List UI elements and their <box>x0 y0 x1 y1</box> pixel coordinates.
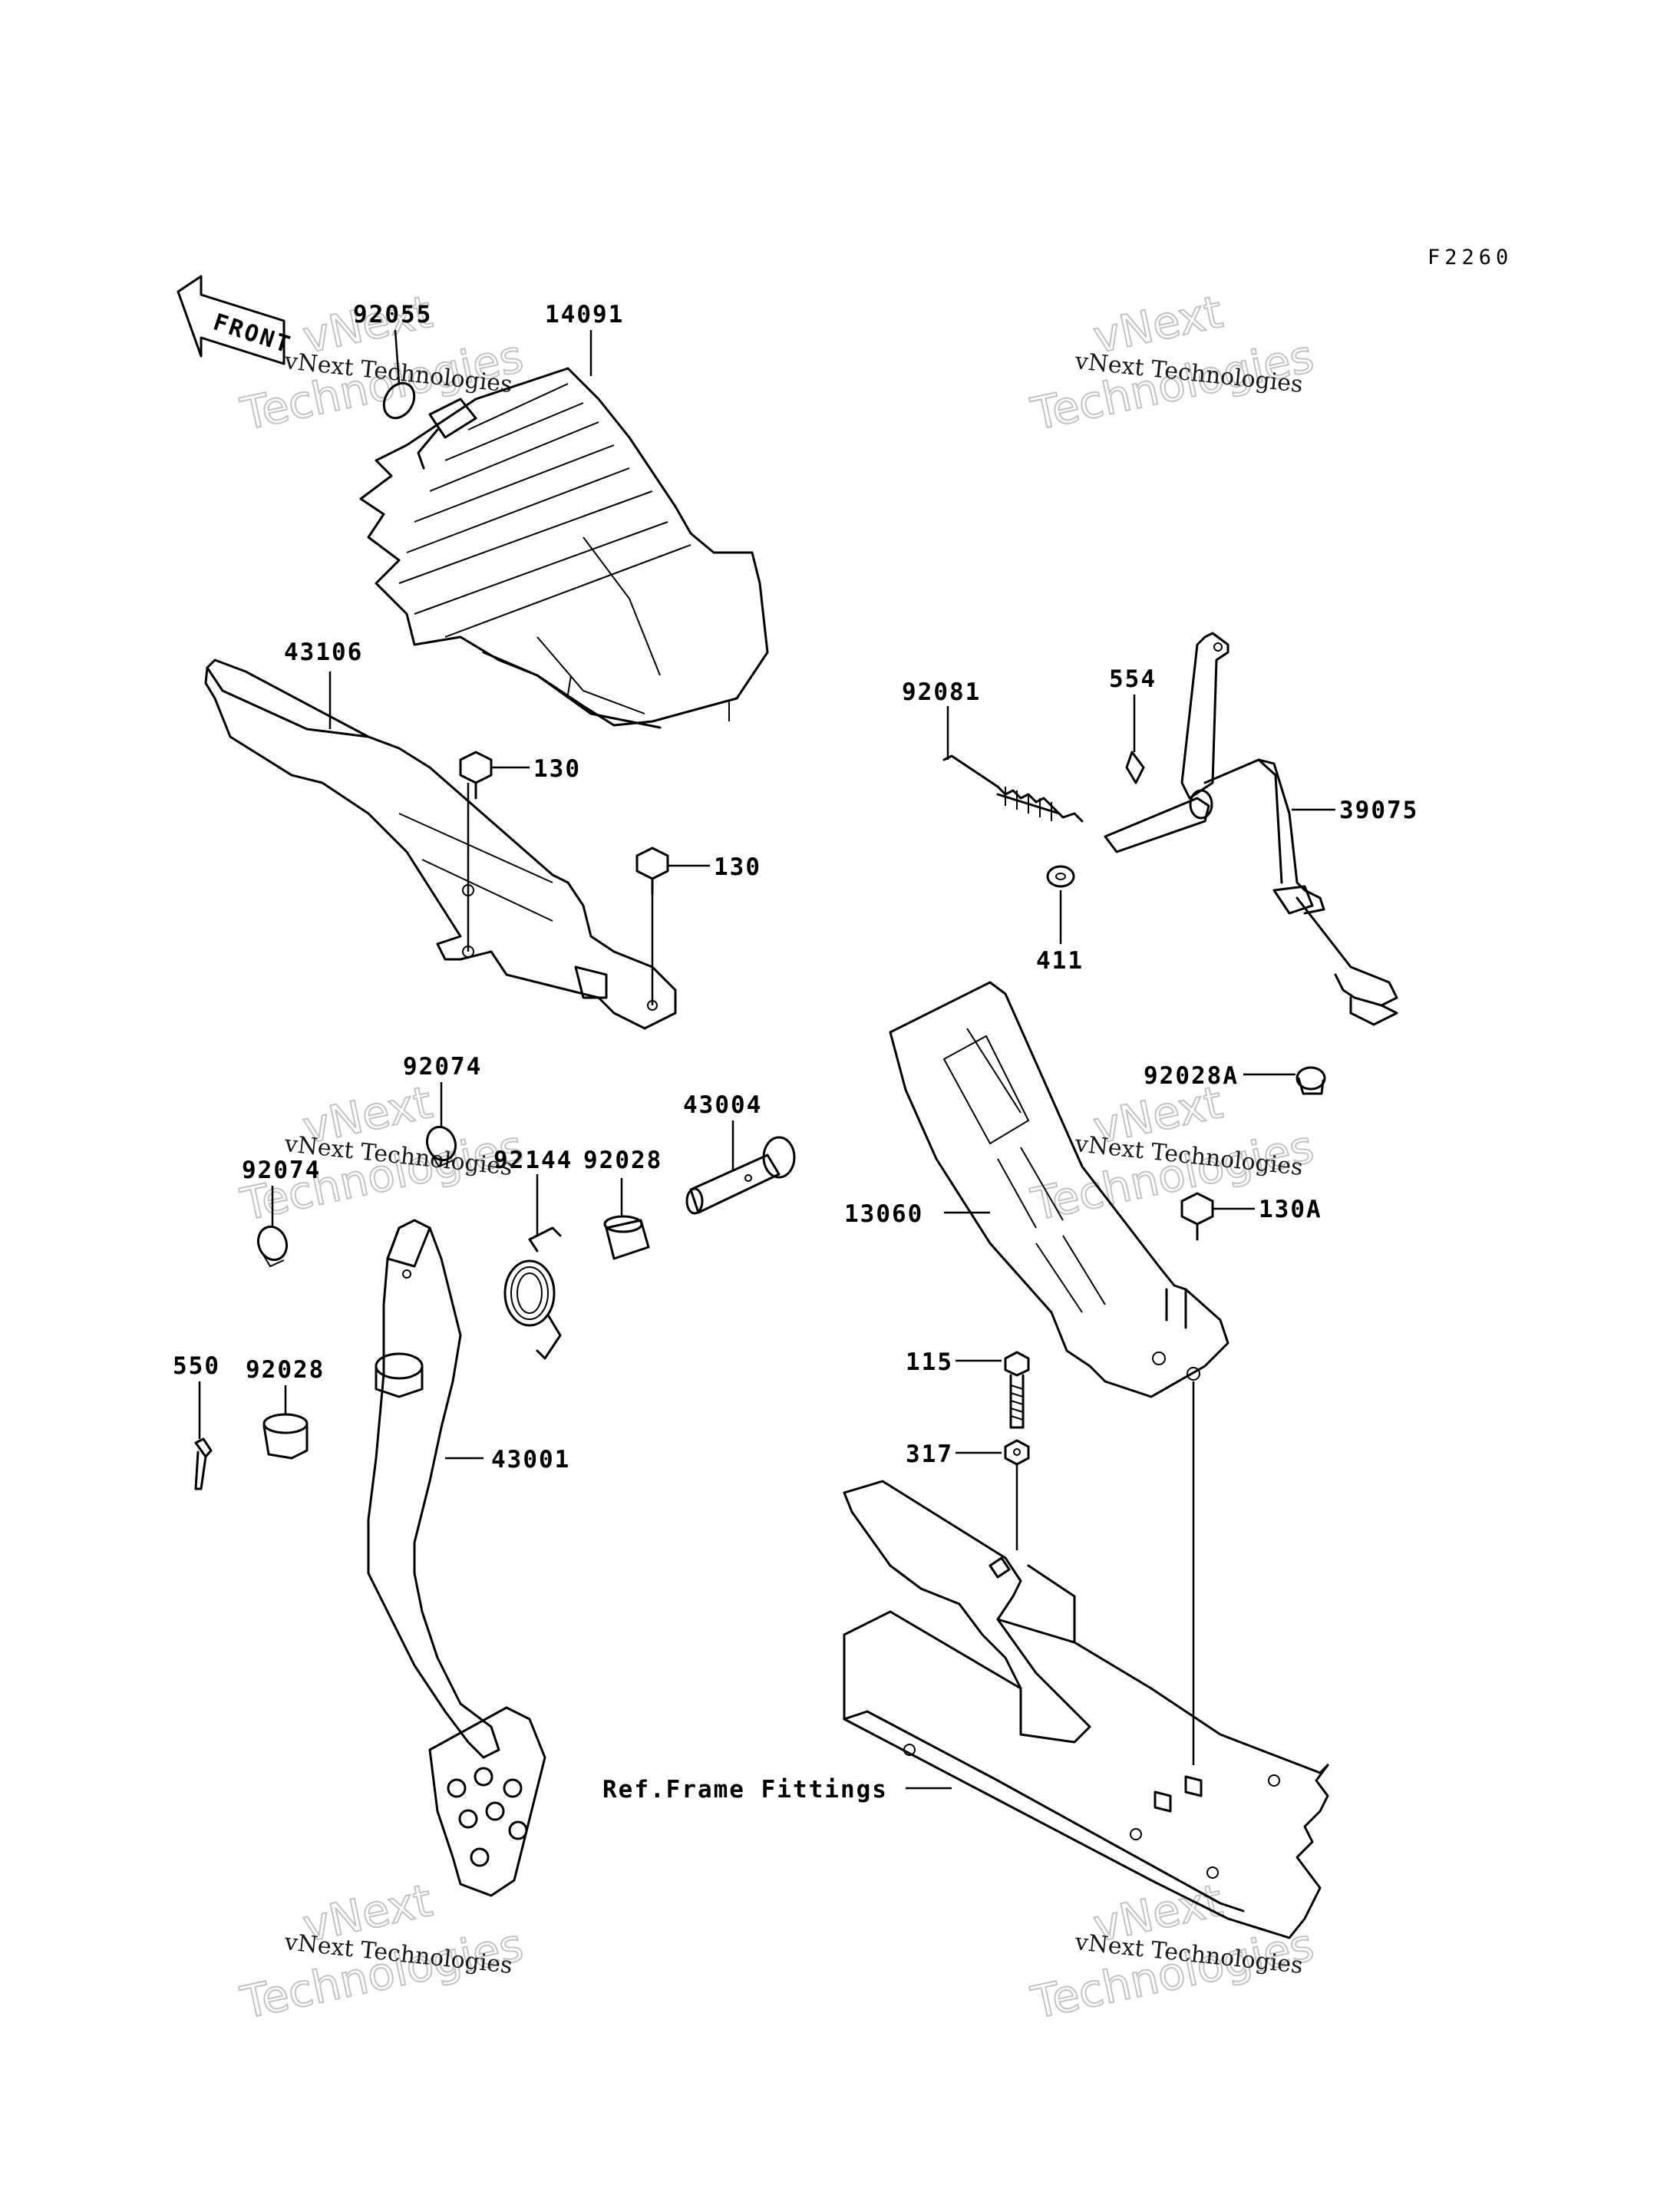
callout-ref-frame-fittings: Ref.Frame Fittings <box>602 1776 888 1804</box>
part-92055-oring <box>382 329 416 420</box>
part-14091-boot <box>359 330 769 729</box>
callout-92055: 92055 <box>353 301 432 328</box>
part-130-bolt-b <box>635 847 710 1005</box>
callout-130-b: 130 <box>714 853 761 881</box>
part-frame-fittings <box>843 1480 1329 1939</box>
part-43106-handle <box>204 658 677 1030</box>
part-92081-spring <box>942 706 1084 823</box>
callout-92074-b: 92074 <box>242 1157 321 1184</box>
callout-550: 550 <box>173 1352 220 1380</box>
part-550-cotter-pin <box>194 1381 213 1490</box>
watermark-bottom-right: vNext Technologies vNext Technologies <box>1026 1873 1319 2030</box>
watermark-mid-left: vNext Technologies vNext Technologies <box>236 1075 529 1232</box>
watermark-top-right: vNext Technologies vNext Technologies <box>1026 285 1319 441</box>
callout-92081: 92081 <box>902 678 981 706</box>
part-92144-spring <box>503 1174 562 1360</box>
part-92028-bushing-a <box>603 1178 650 1260</box>
callout-92028-a: 92028 <box>583 1147 662 1174</box>
callout-554: 554 <box>1109 665 1157 693</box>
callout-92028A: 92028A <box>1144 1062 1239 1090</box>
callout-92028-b: 92028 <box>246 1356 325 1384</box>
part-43004-pin <box>685 1120 796 1215</box>
part-130A-bolt <box>1180 1192 1255 1241</box>
part-92074-cap-a <box>425 1082 457 1168</box>
callout-43106: 43106 <box>284 639 363 666</box>
callout-43001: 43001 <box>491 1446 570 1474</box>
callout-39075: 39075 <box>1339 797 1418 824</box>
part-317-nut <box>956 1439 1030 1550</box>
callout-115: 115 <box>906 1348 953 1376</box>
part-39075-rod <box>1104 632 1398 1026</box>
part-411-washer <box>1046 865 1075 944</box>
callout-92144: 92144 <box>493 1147 573 1174</box>
callout-411: 411 <box>1036 947 1084 975</box>
front-arrow-icon: FRONT <box>177 275 295 365</box>
callout-92074-a: 92074 <box>403 1053 482 1081</box>
diagram-code: F2260 <box>1428 246 1513 269</box>
callout-317: 317 <box>906 1441 953 1468</box>
part-554-clip <box>1125 695 1145 784</box>
callout-43004: 43004 <box>683 1091 762 1119</box>
part-13060-pedal-plate <box>889 981 1229 1765</box>
part-115-bolt <box>956 1351 1030 1429</box>
callout-130A: 130A <box>1259 1196 1322 1223</box>
watermark-bottom-left: vNext Technologies vNext Technologies <box>236 1873 529 2030</box>
part-130-bolt-a <box>459 751 530 952</box>
part-43001-pedal <box>367 1219 546 1897</box>
callout-14091: 14091 <box>545 301 624 328</box>
callout-13060: 13060 <box>844 1200 923 1228</box>
part-92028-bushing-b <box>262 1385 309 1460</box>
callout-130-a: 130 <box>533 755 581 783</box>
part-92028A-bushing <box>1243 1066 1326 1095</box>
part-92074-cap-b <box>256 1186 289 1268</box>
